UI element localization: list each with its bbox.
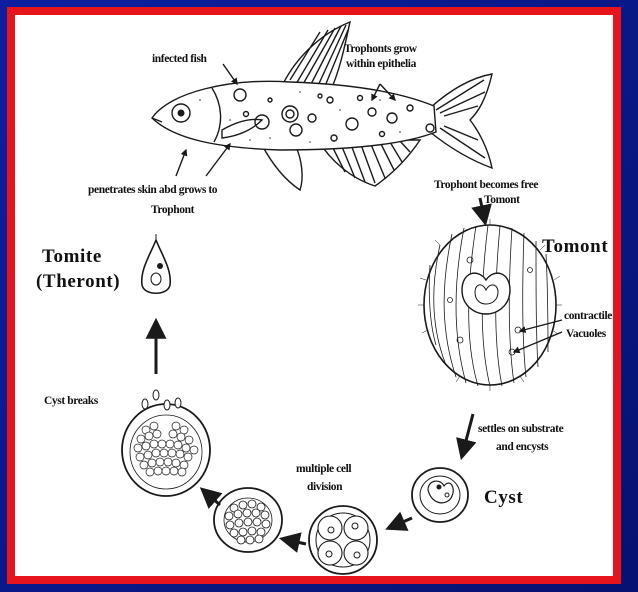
tomont-illustration	[418, 219, 562, 391]
infected-fish-pointer	[223, 64, 237, 84]
multicell-cyst-illustration	[214, 488, 282, 552]
trophonts-grow-label-2: within epithelia	[346, 58, 417, 70]
trophont-free-label-2: Tomont	[484, 194, 520, 206]
contractile-label-2: Vacuoles	[566, 328, 607, 340]
settles-label-1: settles on substrate	[478, 423, 564, 435]
trophont-free-label-1: Trophont becomes free	[434, 179, 538, 191]
tomite-illustration	[142, 234, 171, 293]
contractile-label-1: contractile	[564, 310, 612, 322]
tomite-label: Tomite	[42, 246, 102, 267]
trophonts-grow-label-1: Trophonts grow	[344, 43, 418, 55]
cyst-label: Cyst	[484, 487, 523, 508]
cyst-illustration	[412, 468, 468, 522]
multiple-division-label-1: multiple cell	[296, 463, 351, 475]
penetrate-arrow-1	[176, 150, 186, 176]
breaking-cyst-illustration	[122, 390, 210, 496]
penetrates-label-1: penetrates skin abd grows to	[88, 184, 218, 196]
penetrates-label-2: Trophont	[151, 204, 195, 216]
infected-fish-label: infected fish	[152, 53, 208, 65]
cyst-to-division-arrow	[389, 518, 412, 528]
tomont-label: Tomont	[542, 236, 608, 257]
cyst-breaks-label: Cyst breaks	[44, 395, 99, 407]
settles-label-2: and encysts	[496, 441, 549, 453]
dividing-cyst-illustration	[309, 506, 377, 574]
settles-arrow	[462, 414, 473, 456]
penetrate-arrow-2	[206, 144, 230, 176]
multiple-division-label-2: division	[307, 481, 343, 493]
theront-label: (Theront)	[36, 271, 120, 292]
many-to-breaking-arrow	[203, 490, 220, 505]
division-to-many-arrow	[283, 539, 306, 544]
infected-fish-illustration	[152, 22, 492, 190]
